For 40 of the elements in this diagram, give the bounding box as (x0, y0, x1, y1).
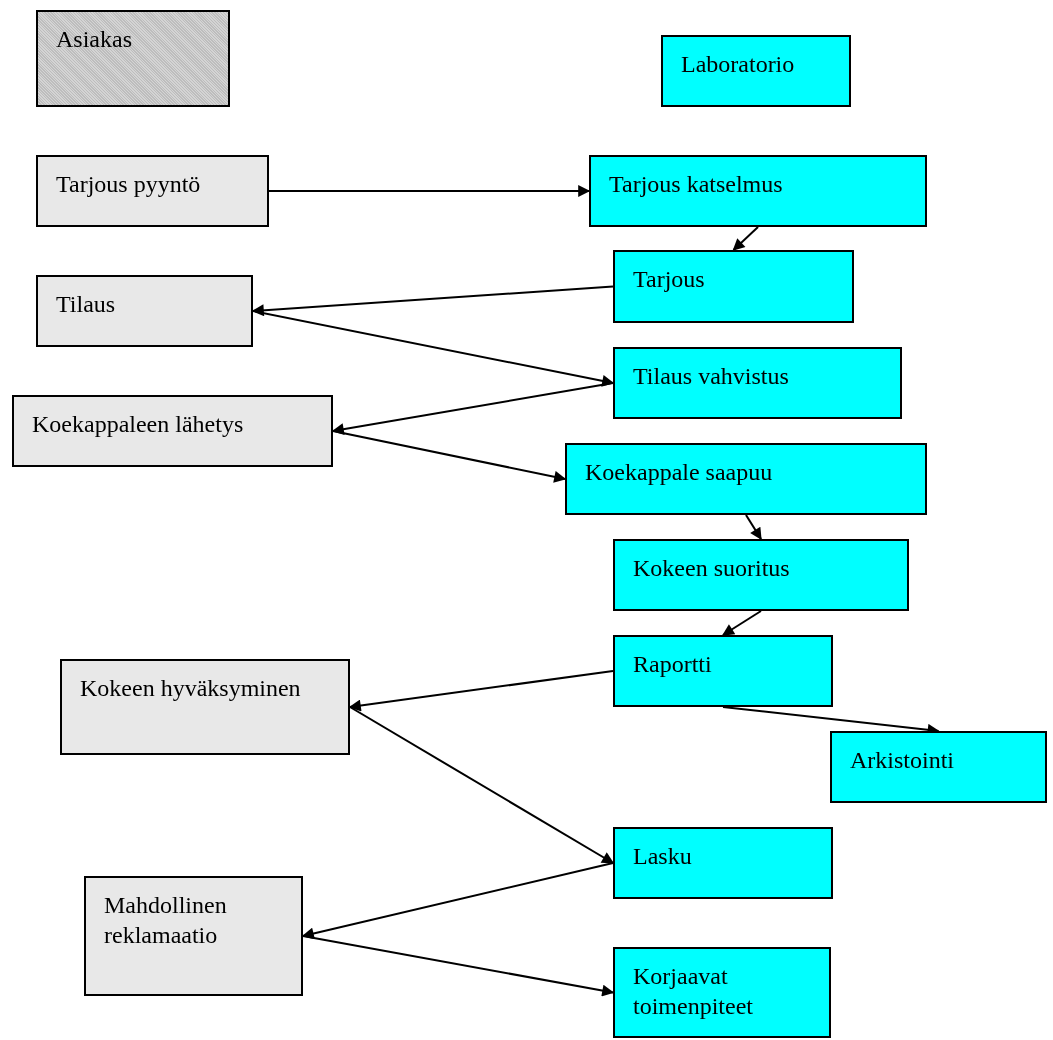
process-box (830, 731, 1047, 803)
process-box (613, 250, 854, 323)
box-label: Koekappaleen lähetys (32, 410, 245, 439)
process-box (661, 35, 851, 107)
box-label: Tilaus vahvistus (633, 362, 790, 391)
arrow (332, 430, 567, 483)
box-label: Tilaus (56, 290, 117, 319)
box-label: Tarjous pyyntö (56, 170, 202, 199)
process-box (36, 275, 253, 347)
box-label: Lasku (633, 842, 693, 871)
arrow (745, 514, 762, 540)
process-box (12, 395, 333, 467)
process-box (613, 539, 909, 611)
box-label: Arkistointi (850, 746, 955, 775)
process-box (60, 659, 350, 755)
process-box (36, 155, 269, 227)
process-box (613, 827, 833, 899)
box-label: Mahdollinen reklamaatio (104, 891, 228, 950)
arrow (732, 226, 759, 251)
box-label: Asiakas (56, 25, 133, 54)
arrow (268, 185, 591, 197)
box-label: Kokeen suoritus (633, 554, 791, 583)
process-box (84, 876, 303, 996)
box-label: Tarjous katselmus (609, 170, 784, 199)
box-label: Korjaavat toimenpiteet (633, 962, 754, 1021)
process-box (613, 347, 902, 419)
arrow (302, 935, 615, 997)
box-label: Koekappale saapuu (585, 458, 774, 487)
arrow (722, 610, 762, 636)
box-label: Laboratorio (681, 50, 796, 79)
process-box (613, 947, 831, 1038)
process-box (613, 635, 833, 707)
box-label: Raportti (633, 650, 713, 679)
arrow (252, 310, 615, 387)
arrow (349, 706, 615, 864)
process-box (36, 10, 230, 107)
box-label: Tarjous (633, 265, 706, 294)
process-box (589, 155, 927, 227)
process-box (565, 443, 927, 515)
box-label: Kokeen hyväksyminen (80, 674, 302, 703)
